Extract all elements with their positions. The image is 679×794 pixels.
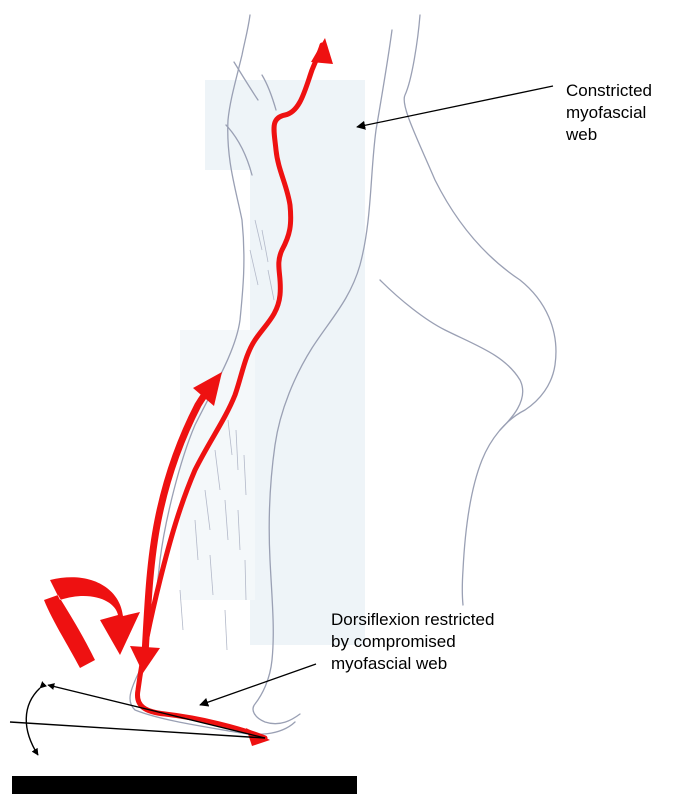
- label-top-line1: Constricted: [566, 80, 652, 102]
- label-top-line2: myofascial: [566, 102, 652, 124]
- label-dorsiflexion: Dorsiflexion restricted by compromised m…: [331, 609, 494, 675]
- curved-rotation-arrow-icon: [44, 577, 140, 668]
- background-shading: [180, 80, 365, 645]
- label-bottom-line1: Dorsiflexion restricted: [331, 609, 494, 631]
- label-top-line3: web: [566, 124, 652, 146]
- label-constricted-web: Constricted myofascial web: [566, 80, 652, 146]
- label-bottom-line2: by compromised: [331, 631, 494, 653]
- label-bottom-line3: myofascial web: [331, 653, 494, 675]
- pointer-arrow-top: [357, 86, 553, 127]
- angle-arc-icon: [26, 688, 40, 755]
- ground-bar: [12, 776, 357, 794]
